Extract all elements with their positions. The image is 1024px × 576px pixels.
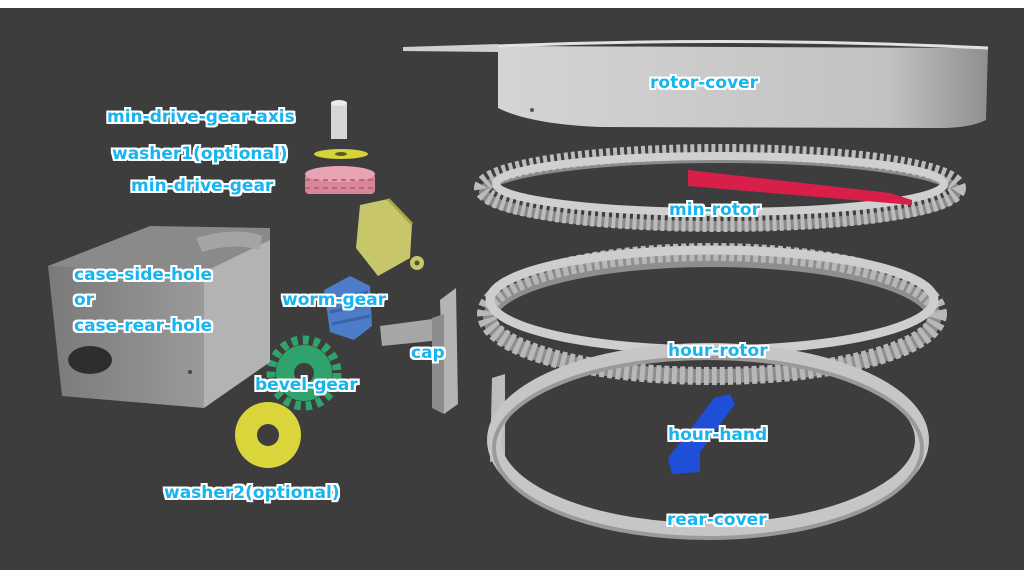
washer1-label: washer1(optional) <box>112 144 288 164</box>
hour-hand-part <box>668 394 735 474</box>
case-rear-hole-label: case-rear-hole <box>74 316 213 336</box>
or-label: or <box>74 290 95 310</box>
worm-gear-housing-part <box>356 197 424 276</box>
washer1-part <box>314 149 368 159</box>
hour-rotor-part <box>477 243 947 385</box>
bevel-gear-part <box>266 335 342 411</box>
rear-cover-part <box>487 343 929 540</box>
min-drive-gear-label: min-drive-gear <box>131 176 274 196</box>
min-drive-gear-axis-part <box>331 100 347 139</box>
min-drive-gear-axis-label: min-drive-gear-axis <box>107 107 295 127</box>
hour-hand-label: hour-hand <box>668 425 768 445</box>
rear-cover-label: rear-cover <box>667 510 767 530</box>
min-rotor-part <box>474 144 966 232</box>
cap-part <box>380 288 458 414</box>
worm-gear-part <box>324 276 372 340</box>
min-drive-gear-part <box>305 166 375 194</box>
hour-rotor-label: hour-rotor <box>668 341 768 361</box>
min-rotor-label: min-rotor <box>669 200 760 220</box>
bevel-gear-label: bevel-gear <box>255 375 358 395</box>
rotor-cover-part <box>403 39 989 128</box>
worm-gear-label: worm-gear <box>282 290 387 310</box>
cap-label: cap <box>411 343 445 363</box>
washer2-label: washer2(optional) <box>164 483 340 503</box>
washer2-part <box>235 402 301 468</box>
case-part <box>48 226 270 408</box>
rotor-cover-label: rotor-cover <box>650 73 759 93</box>
case-side-hole-label: case-side-hole <box>74 265 213 285</box>
